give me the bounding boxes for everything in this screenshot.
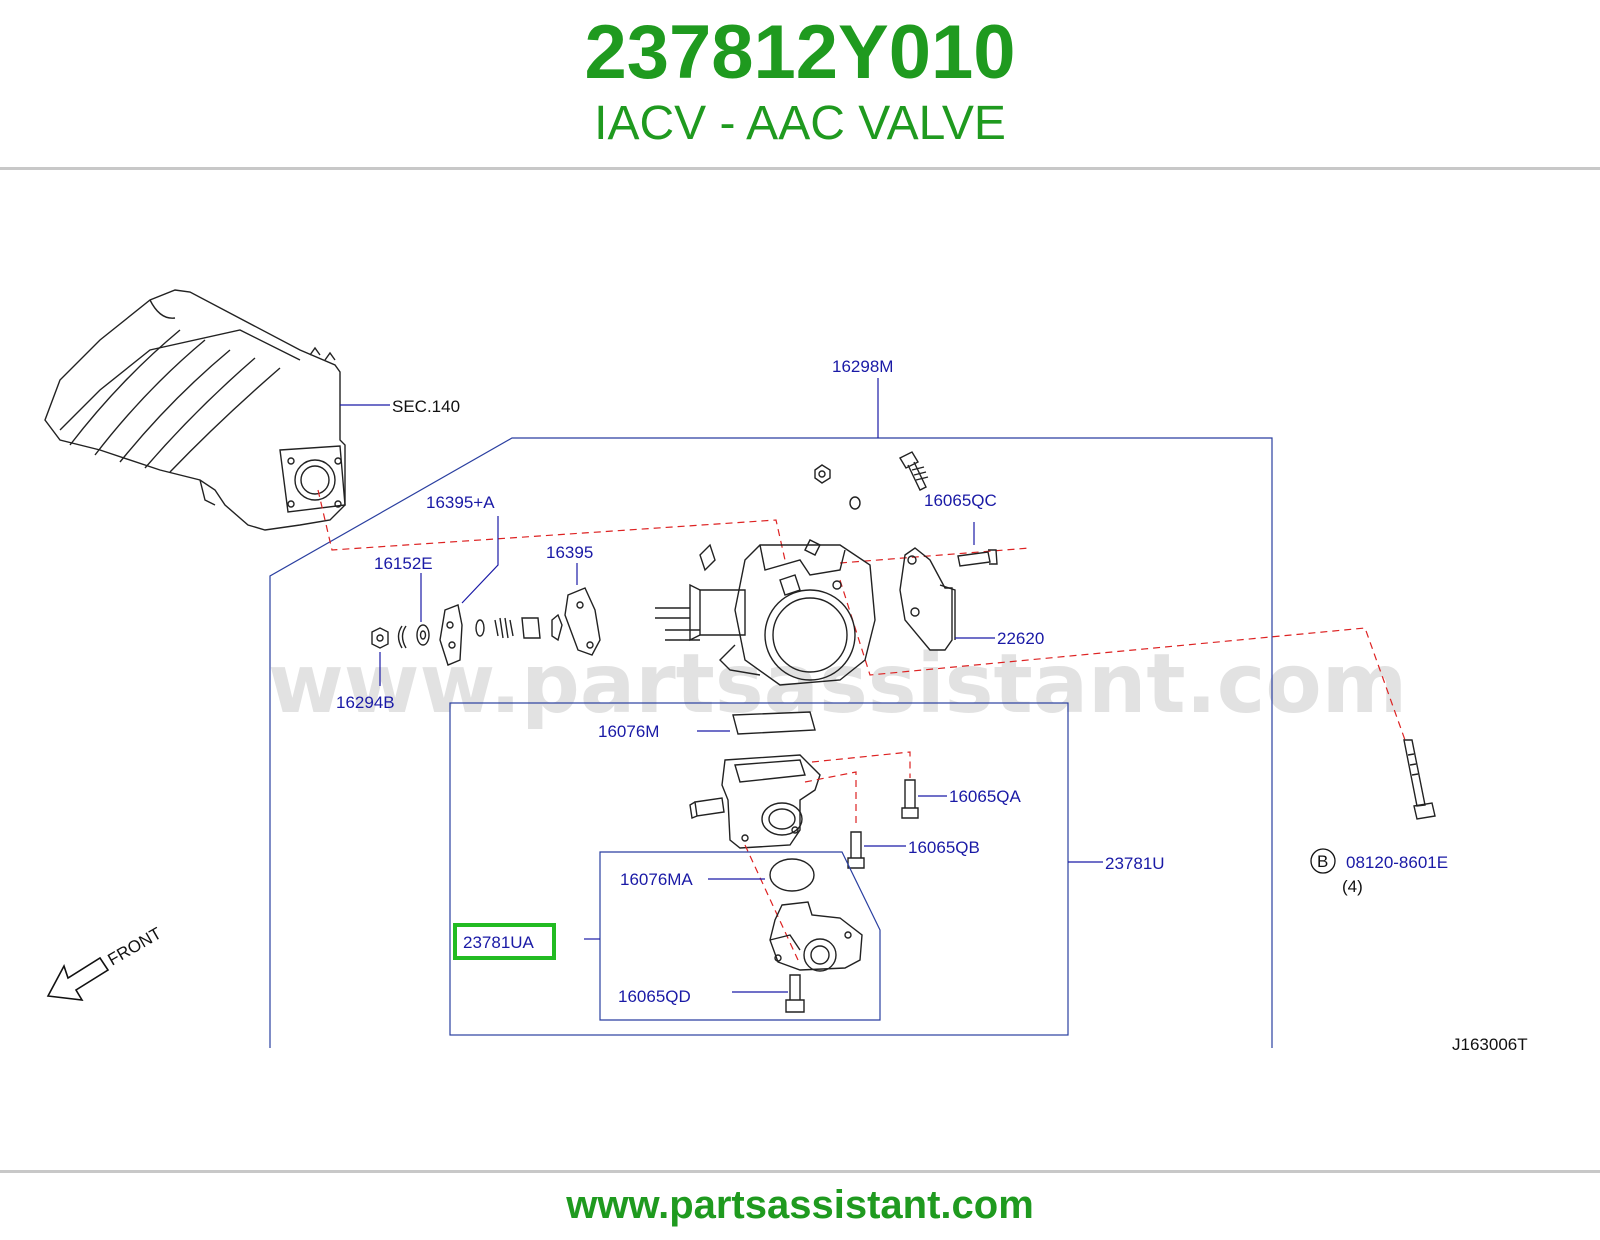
alignment-line-16065QA xyxy=(811,751,911,778)
circle-b-letter: B xyxy=(1317,852,1328,871)
linkage-parts-drawing xyxy=(371,587,601,666)
callout-sec140: SEC.140 xyxy=(392,397,460,416)
callout-16395A[interactable]: 16395+A xyxy=(426,493,495,512)
highlight-23781UA xyxy=(453,923,556,960)
page-header: 237812Y010 IACV - AAC VALVE xyxy=(0,0,1600,168)
callout-16076MA[interactable]: 16076MA xyxy=(620,870,693,889)
callout-08120-8601E[interactable]: 08120-8601E xyxy=(1346,853,1448,872)
callout-16065QD[interactable]: 16065QD xyxy=(618,987,691,1006)
long-bolt-drawing xyxy=(1403,739,1436,820)
footer-divider xyxy=(0,1170,1600,1173)
callout-16065QA[interactable]: 16065QA xyxy=(949,787,1021,806)
assembly-frame-23781U xyxy=(449,702,1069,1036)
alignment-line-main xyxy=(317,489,786,561)
callout-16152E[interactable]: 16152E xyxy=(374,554,433,573)
callout-16076M[interactable]: 16076M xyxy=(598,722,659,741)
callout-16298M[interactable]: 16298M xyxy=(832,357,893,376)
part-description: IACV - AAC VALVE xyxy=(594,97,1006,150)
footer-url[interactable]: www.partsassistant.com xyxy=(566,1183,1034,1227)
callout-16395[interactable]: 16395 xyxy=(546,543,593,562)
circle-b-marker xyxy=(1310,848,1336,874)
callout-16294B[interactable]: 16294B xyxy=(336,693,395,712)
iacv-body-drawing xyxy=(689,754,821,849)
intake-manifold-drawing xyxy=(44,289,346,531)
throttle-hardware-drawing xyxy=(814,451,998,567)
throttle-position-sensor-drawing xyxy=(899,547,956,651)
front-arrow-icon xyxy=(46,956,110,1001)
screw-16065QD-drawing xyxy=(785,974,805,1013)
alignment-line-tps xyxy=(839,547,1031,564)
callout-16065QC[interactable]: 16065QC xyxy=(924,491,997,510)
assembly-frame-23781UA xyxy=(599,851,881,1021)
o-ring-16076MA-drawing xyxy=(769,858,815,892)
gasket-16076M-drawing xyxy=(732,711,816,735)
watermark-text: www.partsassistant.com xyxy=(268,637,1407,732)
header-divider xyxy=(0,167,1600,170)
alignment-line-iacv xyxy=(744,844,799,961)
callout-23781U[interactable]: 23781U xyxy=(1105,854,1165,873)
alignment-line-16065QB xyxy=(804,771,857,828)
drawing-code: J163006T xyxy=(1452,1035,1528,1054)
callout-23781UA[interactable]: 23781UA xyxy=(463,933,535,952)
front-label: FRONT xyxy=(105,924,165,970)
bolt-quantity: (4) xyxy=(1342,877,1363,896)
callout-22620[interactable]: 22620 xyxy=(997,629,1044,648)
throttle-body-drawing xyxy=(655,539,876,686)
aac-valve-drawing xyxy=(769,901,863,972)
assembly-frame-16298M xyxy=(269,437,1273,1048)
part-number-title: 237812Y010 xyxy=(584,10,1016,95)
callout-16065QB[interactable]: 16065QB xyxy=(908,838,980,857)
leader-16395A xyxy=(461,516,499,604)
